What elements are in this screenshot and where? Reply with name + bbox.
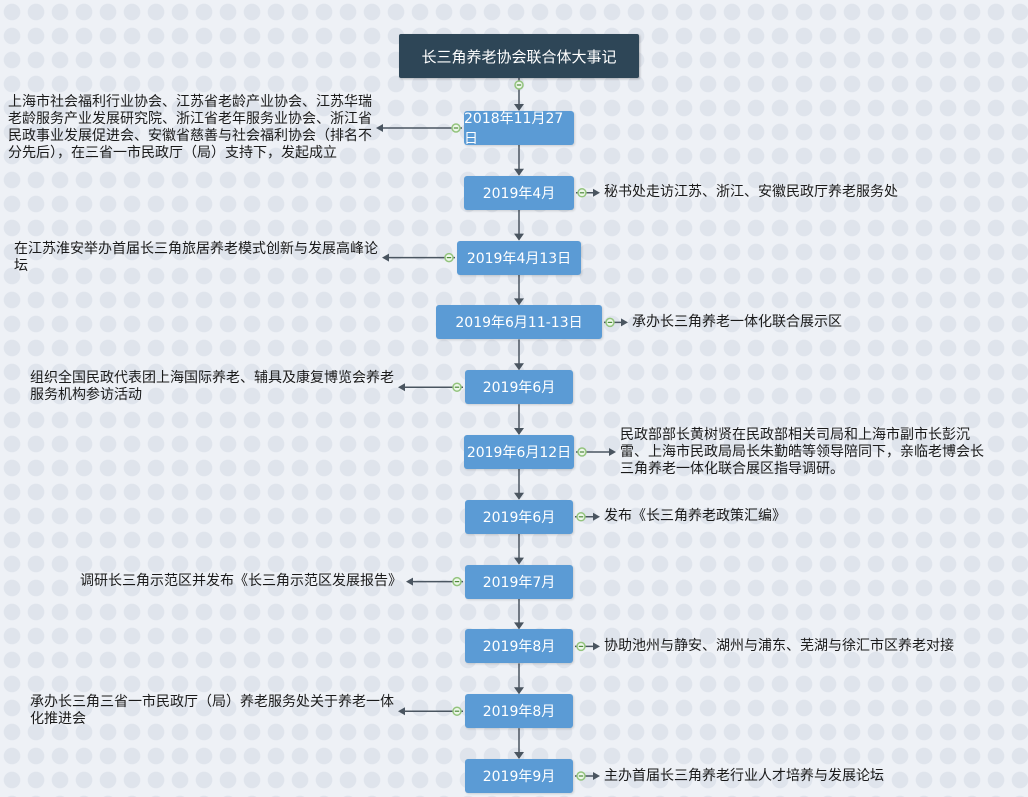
event-description[interactable]: 发布《长三角养老政策汇编》: [604, 508, 786, 525]
event-description[interactable]: 主办首届长三角养老行业人才培养与发展论坛: [604, 768, 884, 785]
branch-arrow: [621, 318, 628, 327]
event-description[interactable]: 承办长三角养老一体化联合展示区: [632, 314, 842, 331]
description-line: 坛: [14, 257, 28, 274]
trunk-arrow: [514, 557, 524, 565]
event-description[interactable]: 秘书处走访江苏、浙江、安徽民政厅养老服务处: [604, 184, 898, 201]
description-line: 调研长三角示范区并发布《长三角示范区发展报告》: [80, 573, 402, 590]
trunk-arrow: [514, 752, 524, 759]
date-node[interactable]: 2019年4月13日: [457, 240, 581, 275]
description-line: 民政部部长黄树贤在民政部相关司局和上海市副市长彭沉: [620, 426, 970, 443]
date-node[interactable]: 2019年6月: [465, 370, 573, 405]
branch-arrow: [406, 577, 413, 586]
branch-arrow: [593, 188, 600, 197]
description-line: 协助池州与静安、湖州与浦东、芜湖与徐汇市区养老对接: [604, 637, 954, 654]
event-description[interactable]: 民政部部长黄树贤在民政部相关司局和上海市副市长彭沉雷、上海市民政局局长朱勤皓等领…: [620, 427, 984, 478]
branch-arrow: [398, 383, 405, 392]
date-node[interactable]: 2018年11月27日: [464, 111, 574, 147]
description-line: 服务机构参访活动: [30, 387, 142, 404]
branch-arrow: [376, 124, 383, 132]
description-line: 发布《长三角养老政策汇编》: [604, 508, 786, 525]
description-line: 雷、上海市民政局局长朱勤皓等领导陪同下，亲临老博会长: [620, 443, 984, 460]
event-description[interactable]: 调研长三角示范区并发布《长三角示范区发展报告》: [80, 573, 402, 590]
trunk-arrow: [514, 687, 524, 695]
branch-arrow: [398, 707, 405, 716]
description-line: 化推进会: [30, 711, 86, 728]
date-node[interactable]: 2019年6月11-13日: [436, 305, 602, 340]
event-description[interactable]: 上海市社会福利行业协会、江苏省老龄产业协会、江苏华瑞老龄服务产业发展研究院、浙江…: [8, 94, 372, 162]
date-node[interactable]: 2019年7月: [465, 564, 573, 599]
date-node[interactable]: 2019年6月12日: [464, 435, 574, 469]
date-node[interactable]: 2019年8月: [465, 694, 573, 729]
trunk-arrow: [514, 233, 524, 241]
description-line: 在江苏淮安举办首届长三角旅居养老模式创新与发展高峰论: [14, 240, 378, 257]
trunk-arrow: [514, 298, 524, 306]
date-node[interactable]: 2019年6月: [465, 499, 573, 534]
description-line: 分先后），在三省一市民政厅（局）支持下，发起成立: [8, 145, 337, 161]
event-description[interactable]: 组织全国民政代表团上海国际养老、辅具及康复博览会养老服务机构参访活动: [30, 370, 394, 404]
branch-arrow: [609, 448, 616, 456]
event-description[interactable]: 承办长三角三省一市民政厅（局）养老服务处关于养老一体化推进会: [30, 694, 394, 728]
trunk-arrow: [514, 622, 524, 630]
date-node[interactable]: 2019年8月: [465, 629, 573, 664]
description-line: 承办长三角养老一体化联合展示区: [632, 313, 842, 330]
description-line: 承办长三角三省一市民政厅（局）养老服务处关于养老一体: [30, 694, 394, 711]
branch-arrow: [382, 253, 389, 262]
branch-arrow: [593, 512, 600, 521]
date-node[interactable]: 2019年4月: [464, 175, 574, 210]
root-topic[interactable]: 长三角养老协会联合体大事记: [399, 34, 639, 78]
event-description[interactable]: 在江苏淮安举办首届长三角旅居养老模式创新与发展高峰论坛: [14, 241, 378, 275]
event-description[interactable]: 协助池州与静安、湖州与浦东、芜湖与徐汇市区养老对接: [604, 638, 954, 655]
description-line: 老龄服务产业发展研究院、浙江省老年服务业协会、浙江省: [8, 111, 372, 127]
description-line: 上海市社会福利行业协会、江苏省老龄产业协会、江苏华瑞: [8, 94, 372, 110]
description-line: 组织全国民政代表团上海国际养老、辅具及康复博览会养老: [30, 370, 394, 387]
trunk-arrow: [514, 363, 524, 371]
trunk-arrow: [514, 168, 524, 176]
trunk-arrow: [514, 492, 524, 500]
branch-arrow: [593, 642, 600, 651]
date-node[interactable]: 2019年9月: [465, 759, 573, 793]
description-line: 民政事业发展促进会、安徽省慈善与社会福利协会（排名不: [8, 128, 372, 144]
trunk-arrow: [514, 428, 524, 435]
trunk-arrow: [514, 104, 524, 111]
branch-arrow: [593, 772, 600, 780]
description-line: 三角养老一体化联合展区指导调研。: [620, 460, 844, 477]
description-line: 秘书处走访江苏、浙江、安徽民政厅养老服务处: [604, 184, 898, 201]
description-line: 主办首届长三角养老行业人才培养与发展论坛: [604, 767, 884, 784]
